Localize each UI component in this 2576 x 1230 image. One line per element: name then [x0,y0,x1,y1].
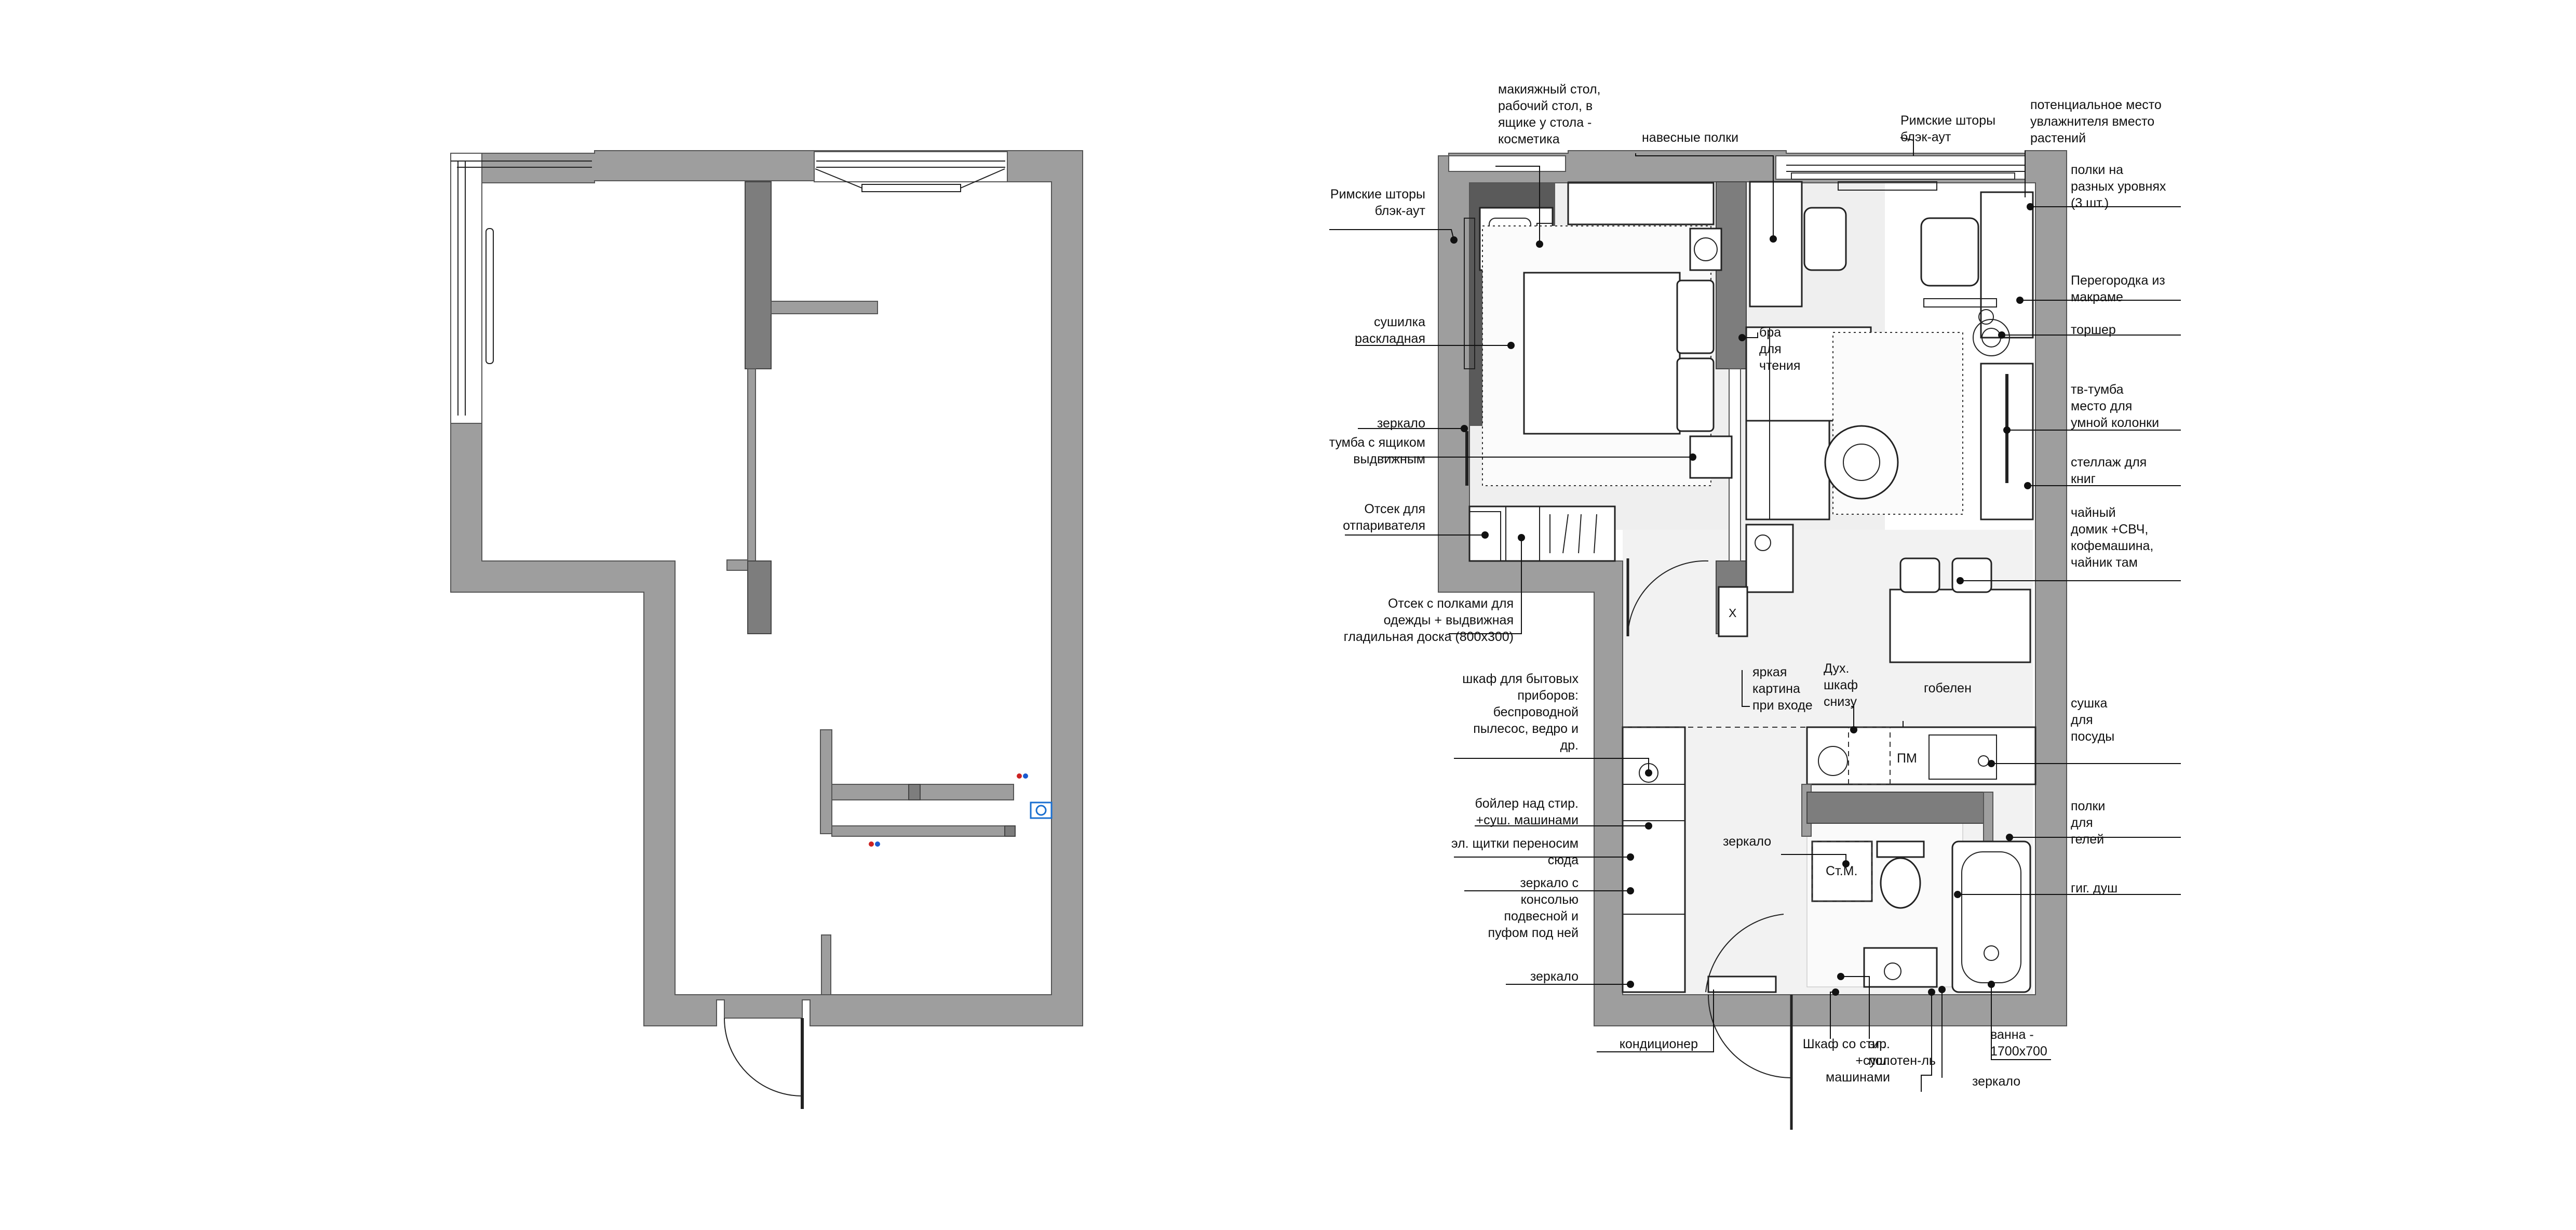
label-mirror-bath: зеркало [1723,834,1771,849]
entrance-door-swing-right [1708,994,1792,1078]
bath-partition [820,729,832,834]
label-mirror-bedroom: зеркало [1377,416,1425,431]
kitchen-counter [1806,726,2036,785]
label-towel-warmer: эл.полотен-ль [1868,1037,1936,1068]
plant-icon [1973,319,2010,356]
label-wall-shelves: навесные полки [1642,130,1738,145]
dining-table [1889,589,2031,663]
fridge [1745,524,1794,593]
dryer-rack [1464,218,1475,369]
label-bathtub: ванна -1700х700 [1990,1027,2047,1059]
floor-lamp-icon [1978,309,1994,325]
level-shelves [1980,191,2034,339]
label-washer-tag: Ст.М. [1826,864,1857,878]
label-air-conditioner: кондиционер [1620,1037,1698,1051]
toilet [1876,840,1925,858]
leader-dots [1450,203,2034,996]
room-door-swing [1627,560,1709,634]
label-mirror-bath-2: зеркало [1972,1074,2020,1089]
sink [1928,734,1997,780]
hall-cabinet [1622,726,1686,993]
air-conditioner [1707,975,1777,993]
entrance-door-swing [724,1018,803,1097]
radiator [485,228,494,364]
bath-wall [1806,792,1984,824]
coffee-table [1824,425,1899,500]
empty-plan [450,150,1083,1109]
label-mirror-hall: зеркало [1530,969,1579,984]
balcony-window [450,153,482,424]
nightstand [1689,435,1733,479]
label-boiler: бойлер над стир.+суш. машинами [1475,796,1579,827]
svg-text:X: X [1729,606,1736,620]
label-dishwasher-tag: ПМ [1897,751,1917,766]
label-tapestry: гобелен [1924,681,1972,696]
interior-partition [745,181,772,369]
armchair [1920,217,1979,287]
hood-box [1718,586,1748,637]
washing-machine [1811,840,1873,902]
label-hygienic-shower: гиг. душ [2071,881,2118,895]
label-floor-lamp: торшер [2071,323,2116,337]
wall-shelves [1567,182,1715,225]
label-washer-cabinet: Шкаф со стир.+суш.машинами [1803,1037,1890,1085]
desk [1749,181,1803,308]
wardrobe [1468,505,1616,562]
furnished-plan: X [1438,150,2067,1130]
double-bed [1523,272,1681,435]
interior-stub [771,301,878,314]
